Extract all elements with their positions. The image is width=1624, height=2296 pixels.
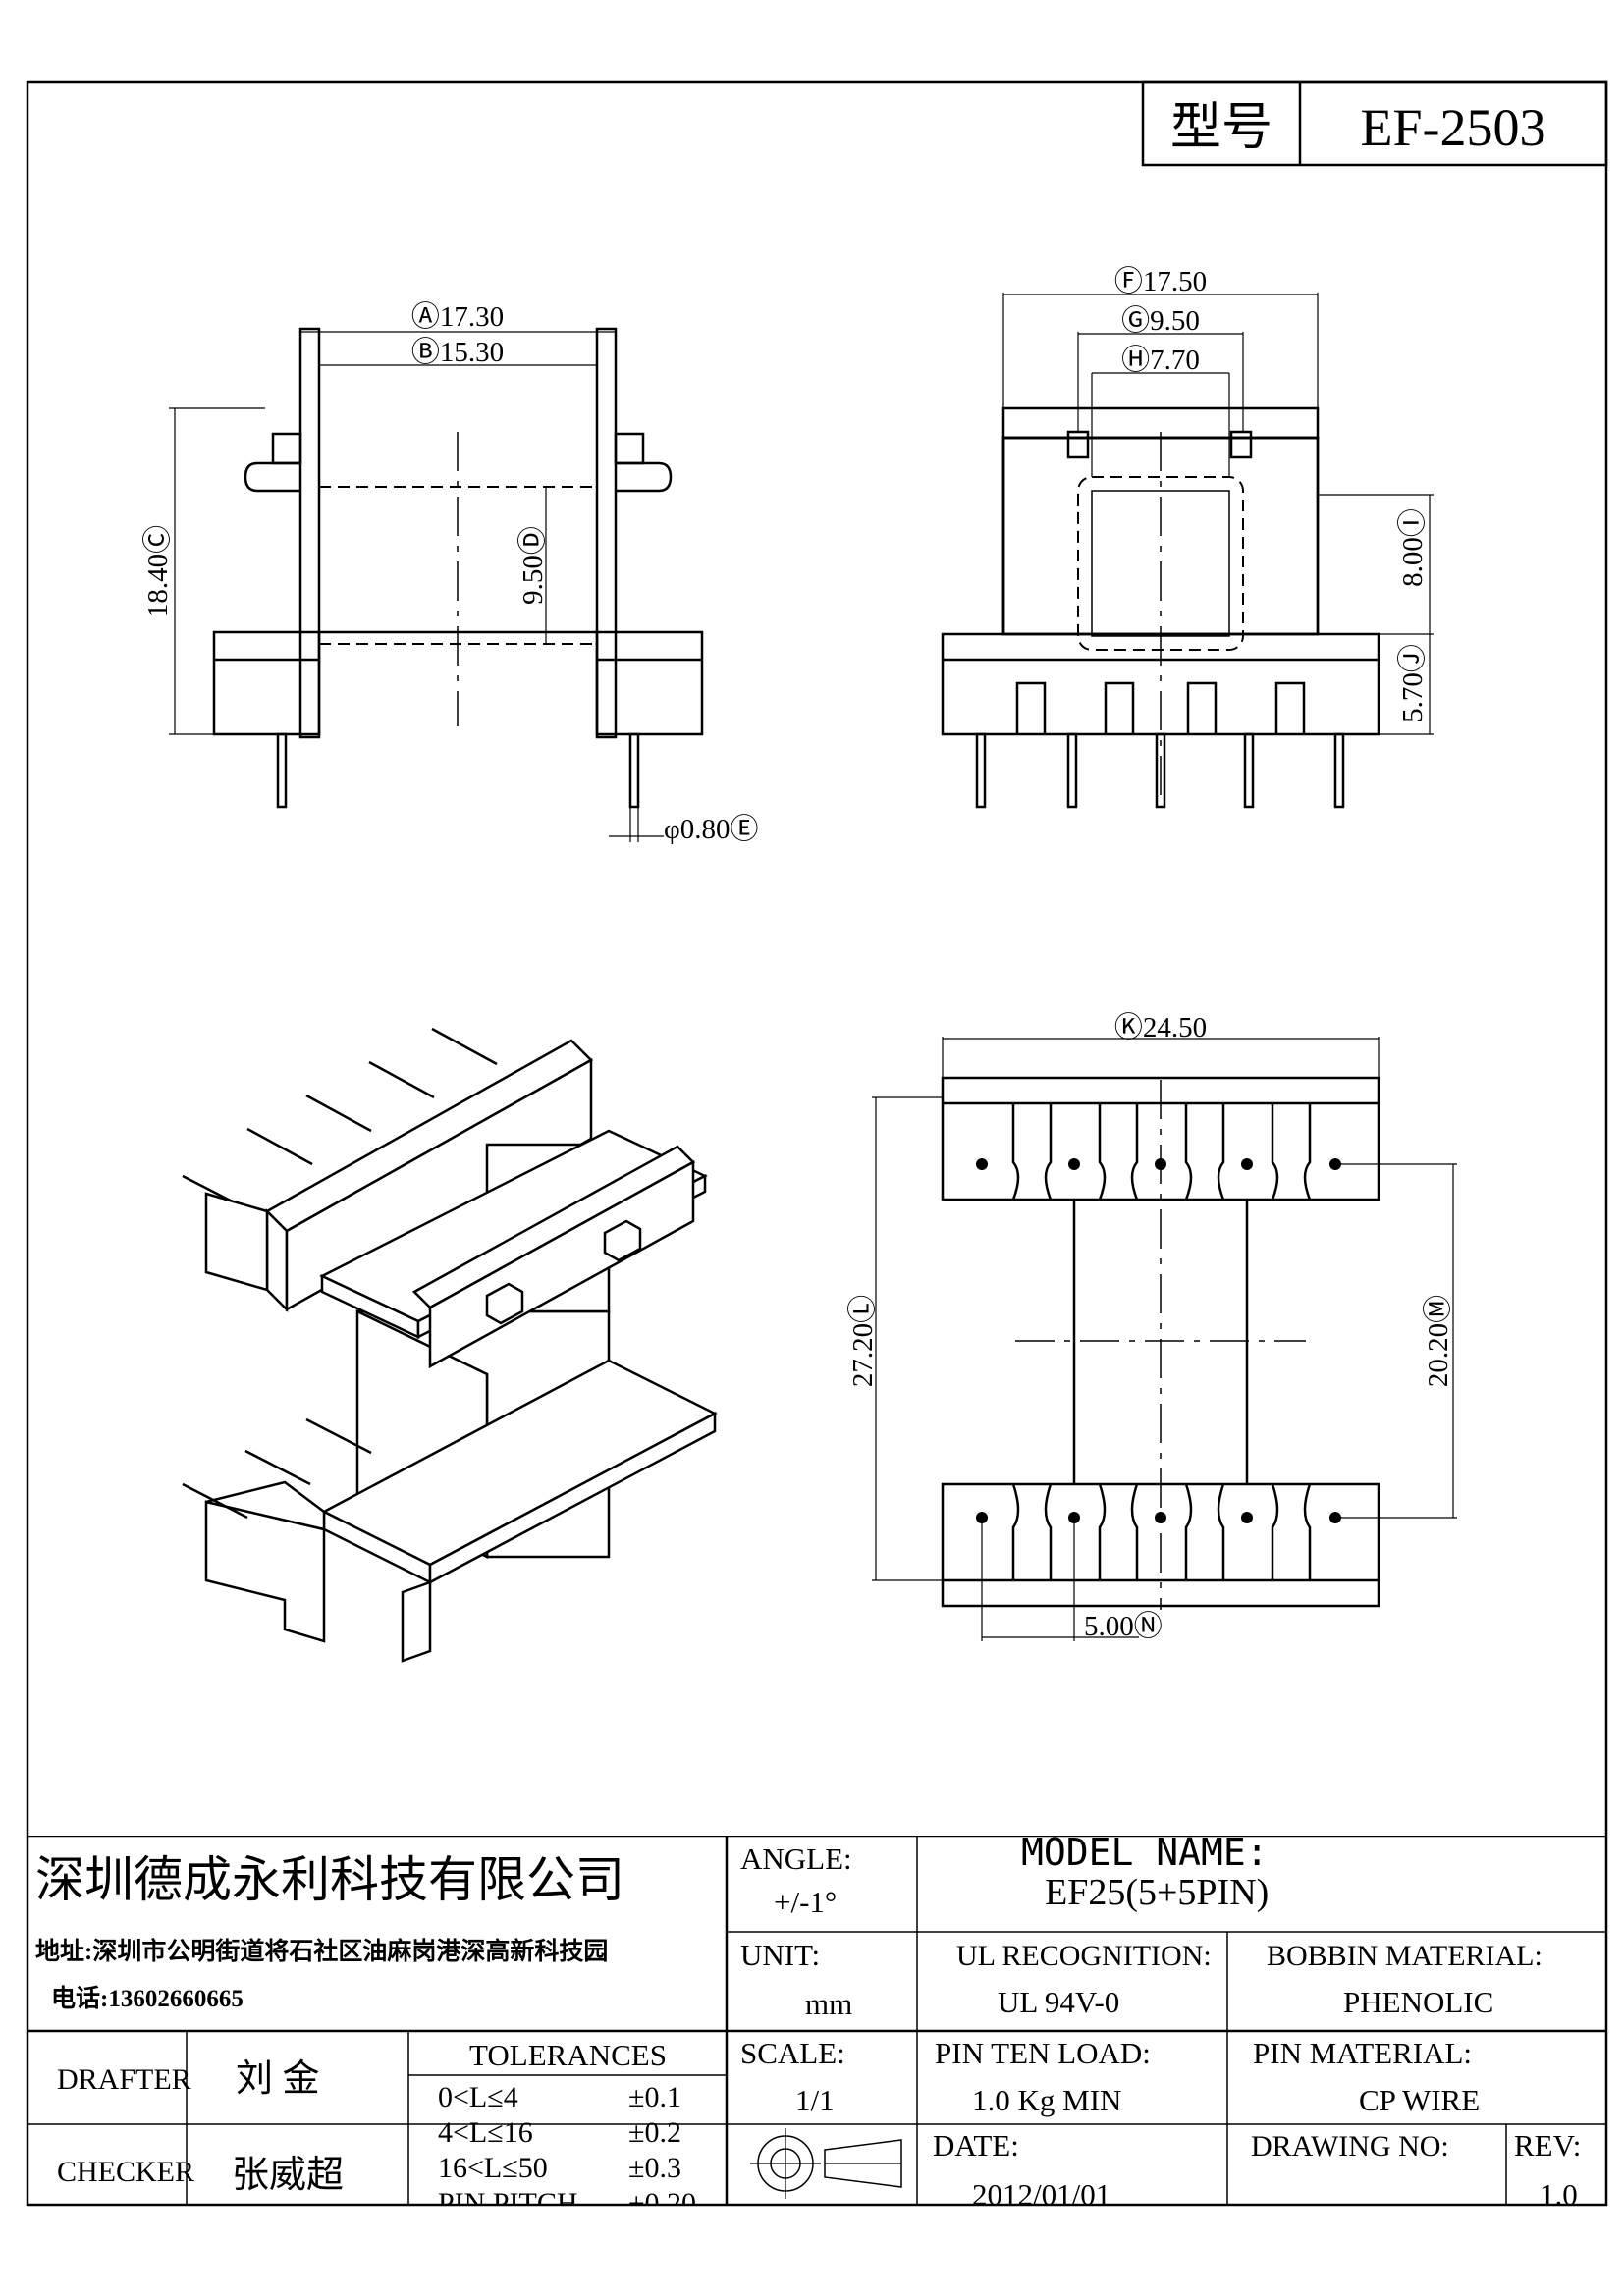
checker-value: 张威超 xyxy=(232,2155,344,2196)
tol-range-3: PIN PITCH xyxy=(438,2187,578,2219)
company-phone: 电话:13602660665 xyxy=(51,1985,244,2012)
date-value: 2012/01/01 xyxy=(972,2177,1110,2212)
bobbin-value: PHENOLIC xyxy=(1343,1985,1493,2019)
model-label: 型号 xyxy=(1170,100,1272,156)
tol-value-3: ±0.20 xyxy=(628,2187,696,2219)
drafter-label: DRAFTER xyxy=(57,2063,191,2096)
tol-value-2: ±0.3 xyxy=(628,2152,681,2184)
rev-label: REV: xyxy=(1514,2128,1581,2163)
drawing-no-label: DRAWING NO: xyxy=(1251,2130,1449,2163)
tol-range-2: 16<L≤50 xyxy=(438,2152,548,2184)
date-label: DATE: xyxy=(933,2128,1019,2163)
tol-value-0: ±0.1 xyxy=(628,2081,681,2113)
angle-label: ANGLE: xyxy=(740,1842,852,1876)
pin-load-value: 1.0 Kg MIN xyxy=(972,2083,1121,2117)
pin-load-label: PIN TEN LOAD: xyxy=(935,2036,1151,2070)
model-header: 型号 EF-2503 xyxy=(1141,80,1608,167)
dim-g: Ⓖ9.50 xyxy=(1121,305,1200,337)
rev-value: 1.0 xyxy=(1540,2177,1578,2212)
tol-value-1: ±0.2 xyxy=(628,2116,681,2149)
scale-label: SCALE: xyxy=(740,2036,845,2070)
company-address: 地址:深圳市公明街道将石社区油麻岗港深高新科技园 xyxy=(35,1937,608,1965)
unit-value: mm xyxy=(805,1987,852,2021)
ul-label: UL RECOGNITION: xyxy=(956,1940,1212,1972)
company-name: 深圳德成永利科技有限公司 xyxy=(35,1852,624,1907)
dim-a: Ⓐ17.30 xyxy=(411,301,504,333)
model-name-label: MODEL NAME: xyxy=(1021,1831,1269,1874)
title-block: 深圳德成永利科技有限公司 地址:深圳市公明街道将石社区油麻岗港深高新科技园 电话… xyxy=(27,1831,1606,2219)
tol-range-1: 4<L≤16 xyxy=(438,2116,533,2149)
side-view: Ⓕ17.50 Ⓖ9.50 Ⓗ7.70 8.00Ⓘ 5.70Ⓙ xyxy=(941,266,1434,809)
drafter-value: 刘 金 xyxy=(236,2058,320,2100)
dim-k: Ⓚ24.50 xyxy=(1114,1012,1207,1043)
sheet-border xyxy=(26,80,1608,2207)
dim-m: 20.20Ⓜ xyxy=(1423,1295,1454,1387)
unit-label: UNIT: xyxy=(740,1938,820,1972)
projection-symbol-icon xyxy=(750,2128,902,2199)
dim-e: φ0.80Ⓔ xyxy=(664,814,759,845)
bobbin-label: BOBBIN MATERIAL: xyxy=(1267,1940,1543,1972)
ul-value: UL 94V-0 xyxy=(998,1985,1119,2019)
dim-b: Ⓑ15.30 xyxy=(411,337,504,368)
checker-label: CHECKER xyxy=(57,2156,194,2188)
dim-l: 27.20Ⓛ xyxy=(847,1295,879,1387)
angle-value: +/-1° xyxy=(774,1885,837,1919)
dim-n: 5.00Ⓝ xyxy=(1084,1611,1163,1642)
dim-d: 9.50Ⓓ xyxy=(517,526,549,605)
front-view: Ⓐ17.30 Ⓑ15.30 18.40Ⓒ 9.50Ⓓ φ0.80Ⓔ xyxy=(142,301,759,845)
dim-h: Ⓗ7.70 xyxy=(1121,345,1200,376)
pin-material-value: CP WIRE xyxy=(1359,2083,1480,2117)
dim-i: 8.00Ⓘ xyxy=(1397,508,1429,587)
pin-material-label: PIN MATERIAL: xyxy=(1253,2036,1472,2070)
bottom-view: Ⓚ24.50 27.20Ⓛ 20.20Ⓜ 5.00Ⓝ xyxy=(847,1012,1457,1642)
isometric-view xyxy=(182,1027,718,1663)
tol-range-0: 0<L≤4 xyxy=(438,2081,518,2113)
model-name-value: EF25(5+5PIN) xyxy=(1045,1872,1269,1913)
dim-f: Ⓕ17.50 xyxy=(1114,266,1207,297)
scale-value: 1/1 xyxy=(795,2083,835,2117)
dim-j: 5.70Ⓙ xyxy=(1397,644,1429,722)
tolerances-label: TOLERANCES xyxy=(469,2038,667,2072)
model-value: EF-2503 xyxy=(1361,98,1546,157)
dim-c: 18.40Ⓒ xyxy=(142,525,174,617)
